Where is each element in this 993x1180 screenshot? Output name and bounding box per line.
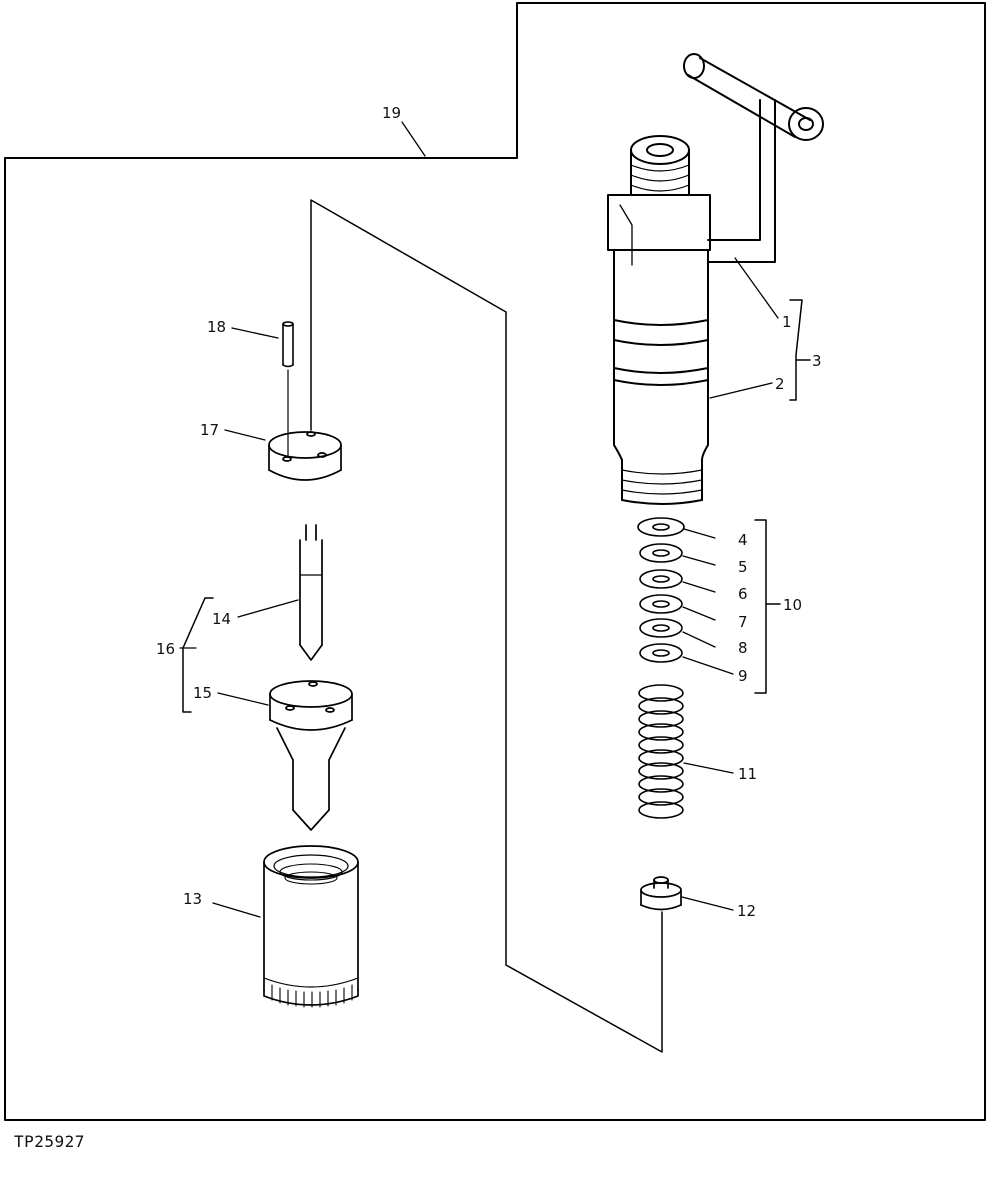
callout-7: 7 [738,613,748,631]
callout-4: 4 [738,531,748,549]
callout-11: 11 [738,765,757,783]
bracket-3 [789,299,803,401]
callout-5: 5 [738,558,748,576]
figure-code: TP25927 [14,1132,85,1151]
nozzle-body [269,680,353,831]
callout-1: 1 [782,313,792,331]
callout-13: 13 [183,890,202,908]
callout-8: 8 [738,639,748,657]
callout-9: 9 [738,667,748,685]
nozzle-holder-body [607,135,711,505]
kit-boundary [4,2,986,1121]
callout-12: 12 [737,902,756,920]
callout-14: 14 [212,610,231,628]
callout-19: 19 [382,104,401,122]
intermediate-plate [268,431,342,481]
locating-pin [282,321,294,456]
callout-16: 16 [156,640,175,658]
leader-lines [179,121,779,918]
spring [638,684,684,819]
nozzle-valve [299,524,323,661]
callout-6: 6 [738,585,748,603]
callout-3: 3 [812,352,822,370]
leak-off-line [683,53,824,263]
retaining-nut [263,845,359,1008]
callout-10: 10 [783,596,802,614]
callout-15: 15 [193,684,212,702]
fold-line [310,199,663,1053]
callout-18: 18 [207,318,226,336]
bracket-10 [754,519,767,694]
callout-17: 17 [200,421,219,439]
callout-2: 2 [775,375,785,393]
shim-stack [637,517,685,663]
spring-seat [640,876,682,911]
